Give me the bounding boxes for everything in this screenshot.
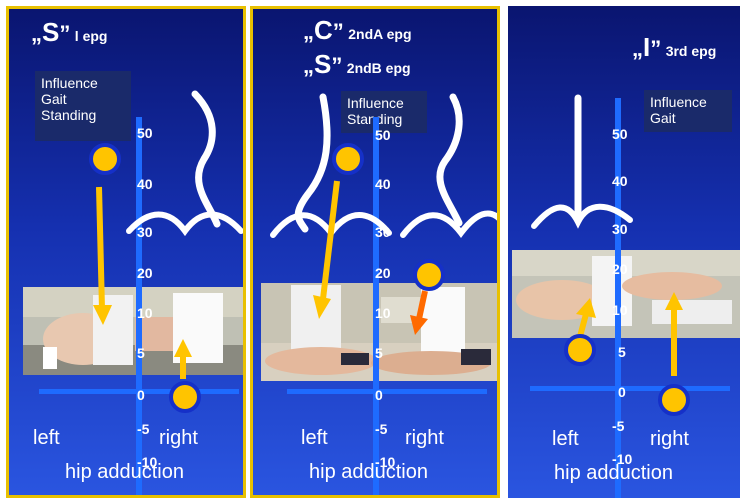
marker-ball — [89, 143, 121, 175]
spine-curve-s — [9, 9, 246, 498]
marker-ball — [658, 384, 690, 416]
marker-ball — [413, 259, 445, 291]
marker-ball — [169, 381, 201, 413]
marker-ball — [332, 143, 364, 175]
panel-i-epg: „I” 3rd epg Influence Gait 50 40 30 20 1… — [508, 6, 740, 498]
marker-ball — [564, 334, 596, 366]
panel-c-s-epg: „C” 2ndA epg „S” 2ndB epg Influence Stan… — [250, 6, 500, 498]
panel-s-epg: „S” l epg Influence Gait Standing 50 40 … — [6, 6, 246, 498]
spine-curve-c-s — [253, 9, 500, 498]
spine-curve-i — [508, 6, 740, 498]
